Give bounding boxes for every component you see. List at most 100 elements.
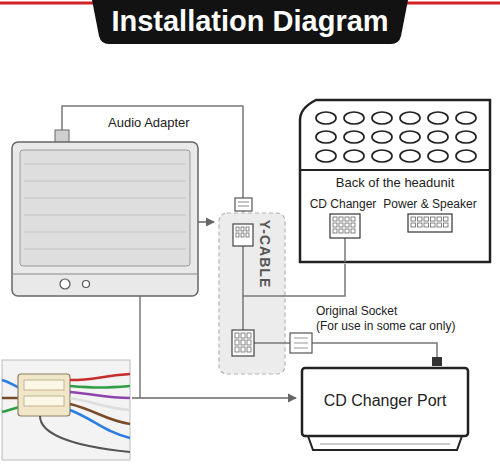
adapter-plug-part [238,206,249,207]
port-socket [432,357,442,366]
headunit-outline-part [408,214,452,232]
headunit-outline-part [428,112,448,124]
y-cable-outline-part [246,227,249,231]
cd-changer-port-outline-part [308,436,462,450]
headunit-outline-part [431,223,436,227]
headunit-outline-part [411,223,416,227]
audio-adapter-outline-part [12,274,198,275]
y-cable-outline-part [232,330,254,356]
connector-photo-part [70,392,130,398]
cd-changer-port: CD Changer Port [300,366,470,454]
headunit-outline-part [339,223,343,227]
headunit-outline-part [344,150,364,162]
headunit-outline-part [330,214,360,238]
y-cable-outline-part [241,347,245,352]
audio-adapter: Audio Adapter [10,112,200,300]
y-cable-outline-part [235,347,239,352]
connector-photo-part [2,397,20,400]
y-cable-outline [218,212,286,375]
diagram-title: Installation Diagram [100,4,400,39]
headunit-outline-part [418,223,423,227]
y-cable-outline-part [242,246,244,330]
node-label: Y-CABLE [257,220,273,288]
headunit-outline-part [339,229,343,233]
connector-photo-part [70,386,130,388]
headunit-outline-part [351,229,355,233]
headunit-outline-part [345,217,349,221]
connector-photo-part [2,407,20,412]
audio-adapter-outline-part [24,198,186,199]
audio-adapter-outline-part [20,150,190,266]
original-socket-plug-part [294,338,308,339]
cd-changer-port-outline [300,366,470,454]
y-cable-outline-part [241,233,244,237]
audio-adapter-outline-part [24,249,186,250]
connector-photo-part [40,416,130,452]
audio-adapter-outline-part [60,279,70,289]
part-label: Original Socket [316,305,397,319]
headunit-outline-part [316,131,336,143]
connector-photo-part [18,374,70,416]
headunit-outline-part [345,223,349,227]
audio-adapter-outline-part [24,232,186,233]
headunit-outline-part [339,217,343,221]
audio-adapter-outline [10,112,200,300]
node-label: Audio Adapter [108,116,190,131]
title-banner-part [92,0,408,44]
audio-adapter-outline-part [12,142,198,296]
adapter-plug [235,198,252,211]
leader-arrow-part [132,397,296,398]
part-label: (For use in some car only) [316,320,455,334]
y-cable-outline-part [246,233,249,237]
part-label: Power & Speaker [383,198,476,212]
y-cable-outline-part [235,340,239,345]
y-cable-outline-part [236,227,239,231]
audio-adapter-outline-part [83,281,90,288]
y-cable-outline-part [236,233,239,237]
y-cable-outline-part [243,295,286,297]
headunit-outline-part [456,131,476,143]
part-label: CD Changer [310,198,377,212]
y-cable-outline-part [219,213,285,374]
original-socket-plug [290,333,312,353]
connector-photo-part [70,374,130,380]
headunit-outline-part [372,150,392,162]
title-banner-part [0,2,96,5]
headunit-outline-part [372,131,392,143]
connector-photo-part [2,360,130,460]
node-label: CD Changer Port [300,392,470,410]
node-label: Back of the headunit [298,176,492,191]
connector-photo-part [70,398,130,410]
headunit-outline-part [456,112,476,124]
headunit-outline-part [344,238,346,262]
headunit-outline-part [456,150,476,162]
original-socket-plug-part [294,348,308,349]
title-banner [0,0,500,44]
cd-changer-port-outline-part [320,444,450,445]
adapter-plug-part [235,198,252,211]
headunit-outline-part [333,229,337,233]
headunit-outline-part [428,131,448,143]
headunit-outline-part [400,112,420,124]
headunit-outline-part [316,112,336,124]
connector-photo-part [24,380,64,390]
headunit-outline-part [344,131,364,143]
headunit-outline-part [428,150,448,162]
headunit-outline-part [400,131,420,143]
y-cable-outline-part [247,347,251,352]
y-cable-outline-part [247,340,251,345]
headunit-outline-part [300,169,490,171]
headunit-outline-part [437,217,442,221]
headunit-outline-part [444,223,449,227]
y-cable-outline-part [241,227,244,231]
original-socket-plug-part [294,343,308,344]
connector-photo [2,360,130,460]
connector-photo-part [70,410,130,438]
audio-adapter-outline-part [24,164,186,165]
headunit-outline-part [345,229,349,233]
audio-adapter-outline-part [61,112,63,132]
headunit-outline-part [431,217,436,221]
headunit-outline-part [333,223,337,227]
original-socket-plug-part [290,333,312,353]
connector-photo-part [2,380,20,388]
